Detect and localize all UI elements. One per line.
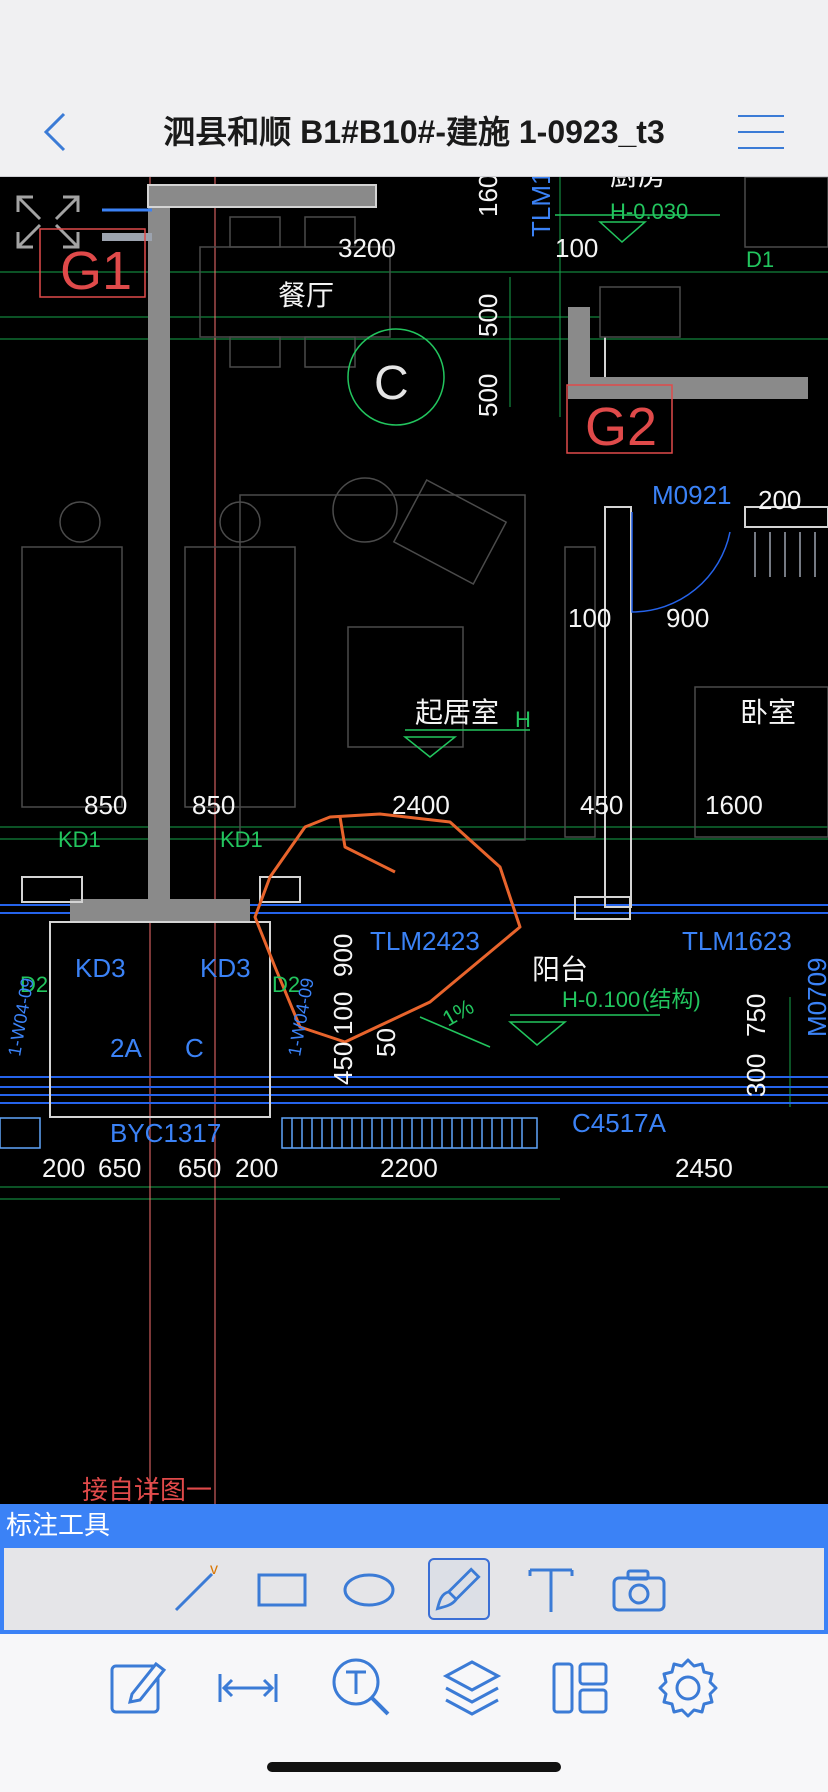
dim-50-v: 50	[371, 1028, 401, 1057]
room-living: 起居室	[415, 697, 499, 728]
dim-450-v: 450	[328, 1042, 358, 1085]
grid-label-g1: G1	[60, 241, 132, 301]
room-bedroom: 卧室	[740, 697, 796, 728]
dim-650-a: 650	[98, 1153, 141, 1183]
dim-500-b: 500	[473, 374, 503, 417]
dim-850-b: 850	[192, 790, 235, 820]
page-title: 泗县和顺 B1#B10#-建施 1-0923_t3	[163, 114, 665, 150]
dim-3200: 3200	[338, 233, 396, 263]
navigation-bar: 泗县和顺 B1#B10#-建施 1-0923_t3	[0, 88, 828, 177]
door-tlm162: TLM162	[526, 177, 556, 237]
gear-icon	[658, 1658, 718, 1718]
layers-button[interactable]	[440, 1656, 504, 1720]
dim-200-b1: 200	[42, 1153, 85, 1183]
annotation-tools-header: 标注工具	[0, 1504, 828, 1546]
note-structure: (结构)	[642, 987, 701, 1012]
dim-2450: 2450	[675, 1153, 733, 1183]
text-tool[interactable]	[520, 1558, 582, 1620]
menu-button[interactable]	[738, 112, 784, 152]
camera-icon	[612, 1569, 666, 1612]
dim-1600: 1600	[705, 790, 763, 820]
equip-kd3-left: KD3	[75, 953, 126, 983]
window-byc1317: BYC1317	[110, 1118, 221, 1148]
annotate-button[interactable]	[106, 1656, 170, 1720]
dim-900-v: 900	[328, 934, 358, 977]
measure-button[interactable]	[216, 1656, 280, 1720]
grid-label-c: C	[374, 357, 409, 410]
chevron-left-icon	[43, 112, 66, 152]
window-c4517a: C4517A	[572, 1108, 667, 1138]
note-slope: 1%	[438, 994, 478, 1032]
equip-kd1-left: KD1	[58, 827, 101, 852]
equip-2a: 2A	[110, 1033, 142, 1063]
text-icon	[528, 1568, 574, 1612]
dim-1600-v: 1600	[473, 177, 503, 217]
brush-icon	[435, 1567, 481, 1611]
elevation-living: H	[515, 707, 531, 732]
room-kitchen: 厨房	[610, 177, 666, 191]
ellipse-tool[interactable]	[338, 1558, 400, 1620]
fullscreen-icon	[16, 195, 80, 249]
equip-w04-left: 1-W04-09	[4, 976, 37, 1057]
line-icon: v	[174, 1561, 218, 1612]
equip-d2-left: D2	[20, 972, 48, 997]
dim-100-v: 100	[328, 992, 358, 1035]
door-m0921: M0921	[652, 480, 732, 510]
dim-100-b: 100	[568, 603, 611, 633]
camera-tool[interactable]	[608, 1558, 670, 1620]
hamburger-menu-icon	[738, 115, 784, 149]
dim-850-a: 850	[84, 790, 127, 820]
line-tool[interactable]: v	[166, 1558, 228, 1620]
edit-icon	[110, 1661, 167, 1714]
back-button[interactable]	[36, 108, 76, 156]
measure-icon	[218, 1674, 278, 1702]
door-tlm1623: TLM1623	[682, 926, 792, 956]
annotation-tools-bar: v	[0, 1546, 828, 1634]
dim-2400: 2400	[392, 790, 450, 820]
door-m0709: M0709	[802, 958, 828, 1038]
elevation-kitchen: H-0.030	[610, 199, 688, 224]
home-indicator	[267, 1762, 561, 1772]
drawing-canvas[interactable]: G1 G2 C 餐厅 起居室 卧室 阳台 厨房 H-0.030 H-0.100 …	[0, 177, 828, 1504]
dim-900: 900	[666, 603, 709, 633]
equip-d1: D1	[746, 247, 774, 272]
settings-button[interactable]	[656, 1656, 720, 1720]
layers-icon	[442, 1660, 502, 1716]
layout-icon	[552, 1662, 608, 1714]
floor-plan[interactable]: G1 G2 C 餐厅 起居室 卧室 阳台 厨房 H-0.030 H-0.100 …	[0, 177, 828, 1504]
dim-200-b2: 200	[235, 1153, 278, 1183]
svg-text:v: v	[210, 1561, 218, 1578]
text-search-icon	[332, 1658, 390, 1716]
rectangle-tool[interactable]	[251, 1558, 313, 1620]
equip-d2-right: D2	[272, 972, 300, 997]
equip-c: C	[185, 1033, 204, 1063]
dim-500-a: 500	[473, 294, 503, 337]
rectangle-icon	[257, 1573, 307, 1607]
door-tlm2423: TLM2423	[370, 926, 480, 956]
note-detail: 接自详图一	[82, 1475, 212, 1504]
dim-300-v: 300	[741, 1054, 771, 1097]
text-search-button[interactable]	[330, 1656, 394, 1720]
freehand-tool[interactable]	[428, 1558, 490, 1620]
dim-650-b: 650	[178, 1153, 221, 1183]
dim-450: 450	[580, 790, 623, 820]
room-dining: 餐厅	[278, 280, 334, 311]
dim-2200: 2200	[380, 1153, 438, 1183]
equip-kd1-right: KD1	[220, 827, 263, 852]
grid-label-g2: G2	[585, 397, 657, 457]
equip-kd3-right: KD3	[200, 953, 251, 983]
status-bar	[0, 0, 828, 88]
ellipse-icon	[343, 1573, 395, 1607]
layout-button[interactable]	[548, 1656, 612, 1720]
dim-750-v: 750	[741, 994, 771, 1037]
elevation-balcony: H-0.100	[562, 987, 640, 1012]
dim-200-right: 200	[758, 485, 801, 515]
dim-100-a: 100	[555, 233, 598, 263]
room-balcony: 阳台	[532, 954, 588, 985]
